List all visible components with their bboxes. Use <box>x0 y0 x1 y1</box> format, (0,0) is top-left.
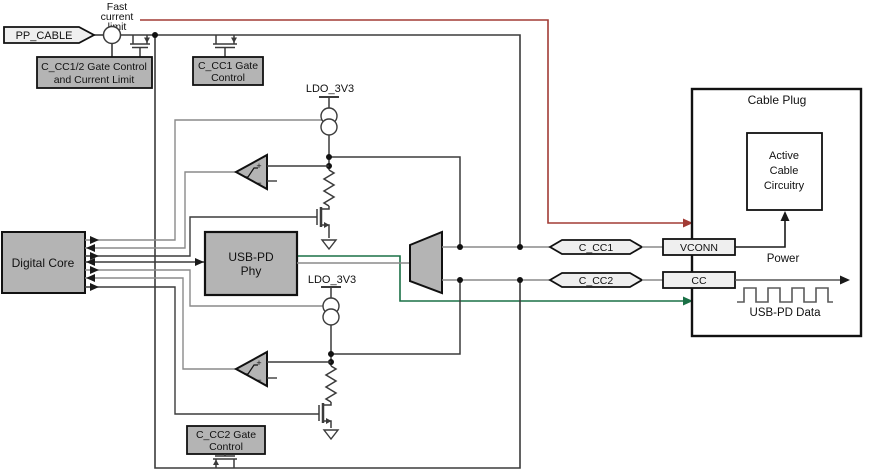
usb-pd-data-trace-arrow <box>683 296 693 306</box>
discharge-mosfet-1 <box>316 206 330 238</box>
discharge-mosfet-2 <box>318 402 332 428</box>
mosfet-cc12-arrow <box>144 37 150 43</box>
c-cc2-net-label: C_CC2 <box>579 275 614 287</box>
cc2-gate-control-box <box>186 425 266 455</box>
power-feed-wire <box>735 219 786 248</box>
cc-through-arrow <box>840 275 850 285</box>
current-limiter-circle <box>102 25 122 45</box>
cc2-afe <box>318 280 461 441</box>
comparator-2-hysteresis-icon <box>244 364 258 375</box>
core-signal-arrows <box>86 236 204 291</box>
gate1-drive-wire <box>85 216 317 257</box>
cable-plug-label: Cable Plug <box>748 93 807 107</box>
comp1-output-wire <box>85 171 236 249</box>
comparator-1-plus: + <box>256 161 261 171</box>
power-feed-arrow <box>780 211 790 221</box>
gate2-drive-wire <box>85 286 319 415</box>
cc2-gate-control-line2: Control <box>209 441 243 453</box>
square-wave-icon <box>737 287 833 303</box>
cc1-gate-control-line2: Control <box>211 72 245 84</box>
c-cc1-net-label: C_CC1 <box>579 242 614 254</box>
pulldown-resistor-2 <box>324 365 338 403</box>
junction-dot <box>517 244 523 250</box>
acc-line2: Cable <box>770 165 799 177</box>
junction-dot <box>457 277 463 283</box>
power-label: Power <box>767 253 800 265</box>
junction-dot <box>517 277 523 283</box>
cc1-afe <box>316 96 461 251</box>
acc-line3: Circuitry <box>764 180 805 192</box>
arrow-in-2 <box>86 274 95 282</box>
current-source-2-circle-b <box>322 308 340 326</box>
cc2-gate-control-line1: C_CC2 Gate <box>196 429 256 441</box>
active-cable-circuitry-box <box>746 132 823 211</box>
arrow-in-phy <box>86 258 95 266</box>
arrow-in-1 <box>86 244 95 252</box>
usb-pd-data-label: USB-PD Data <box>750 307 822 319</box>
usb-pd-phy-line1: USB-PD <box>228 250 274 264</box>
left-bottom-rail <box>154 35 521 469</box>
ground-symbol-1 <box>320 239 338 251</box>
cc-pin-label: CC <box>691 275 707 287</box>
ground-symbol-2 <box>322 429 340 441</box>
junction-dot <box>457 244 463 250</box>
comparator-2-plus: + <box>256 358 261 368</box>
discharge-mosfet-1-arrow <box>324 222 330 228</box>
ldo-3v3-bottom-label: LDO_3V3 <box>308 274 356 286</box>
comparator-1-minus: − <box>256 178 261 188</box>
pulldown-resistor-1 <box>322 169 336 207</box>
arrow-to-phy <box>195 258 204 266</box>
discharge-mosfet-2-arrow <box>326 418 332 424</box>
mosfet-cc12-switch <box>130 35 150 57</box>
vconn-power-trace <box>140 19 686 224</box>
pp-cable-label: PP_CABLE <box>16 30 73 42</box>
usb-pd-data-trace <box>297 255 686 302</box>
mosfet-cc2-arrow <box>213 459 219 465</box>
digital-core-box <box>1 231 86 294</box>
comparator-1-hysteresis-icon <box>244 167 258 178</box>
arrow-out-3 <box>90 266 99 274</box>
arrow-out-4 <box>90 283 99 291</box>
digital-core-label: Digital Core <box>12 256 75 270</box>
cc12-gate-control-line1: C_CC1/2 Gate Control <box>41 61 147 73</box>
cc-mux <box>409 230 443 295</box>
junction-dot <box>328 351 334 357</box>
arrow-out-2 <box>90 252 99 260</box>
cc1-gate-control-box <box>192 56 264 86</box>
cc1-sense-wire <box>329 156 461 247</box>
cc1-gate-control-line1: C_CC1 Gate <box>198 60 258 72</box>
vconn-power-trace-arrow <box>683 218 693 228</box>
pp-cable-flag <box>3 26 96 44</box>
fast-current-limit-line2: current <box>101 11 134 23</box>
core-signal-wires <box>85 119 323 415</box>
comparator-2-minus: − <box>256 375 261 385</box>
vconn-supply-rails <box>94 34 521 469</box>
cs2-control-wire <box>85 269 323 307</box>
junction-dot <box>152 32 158 38</box>
cc12-gate-control-box <box>36 56 153 89</box>
arrow-out-1 <box>90 236 99 244</box>
cable-plug-box <box>690 87 863 338</box>
vconn-pin-label: VCONN <box>680 242 718 254</box>
tag-to-pin-wires <box>642 246 663 281</box>
fast-current-limit-line1: Fast <box>107 1 128 13</box>
cc12-gate-control-line2: and Current Limit <box>54 74 135 86</box>
current-source-1-circle-b <box>320 118 338 136</box>
top-rail <box>120 34 521 247</box>
acc-line1: Active <box>769 150 799 162</box>
mosfet-cc1-arrow <box>231 37 237 43</box>
comp2-output-wire <box>85 277 236 370</box>
cc2-sense-wire <box>331 280 461 355</box>
mosfet-cc1-switch <box>213 35 237 57</box>
ldo-3v3-top-label: LDO_3V3 <box>306 83 354 95</box>
mosfet-cc2-switch <box>213 454 237 468</box>
junction-dot <box>326 154 332 160</box>
usb-pd-phy-line2: Phy <box>241 264 262 278</box>
cs1-control-wire <box>85 119 322 241</box>
